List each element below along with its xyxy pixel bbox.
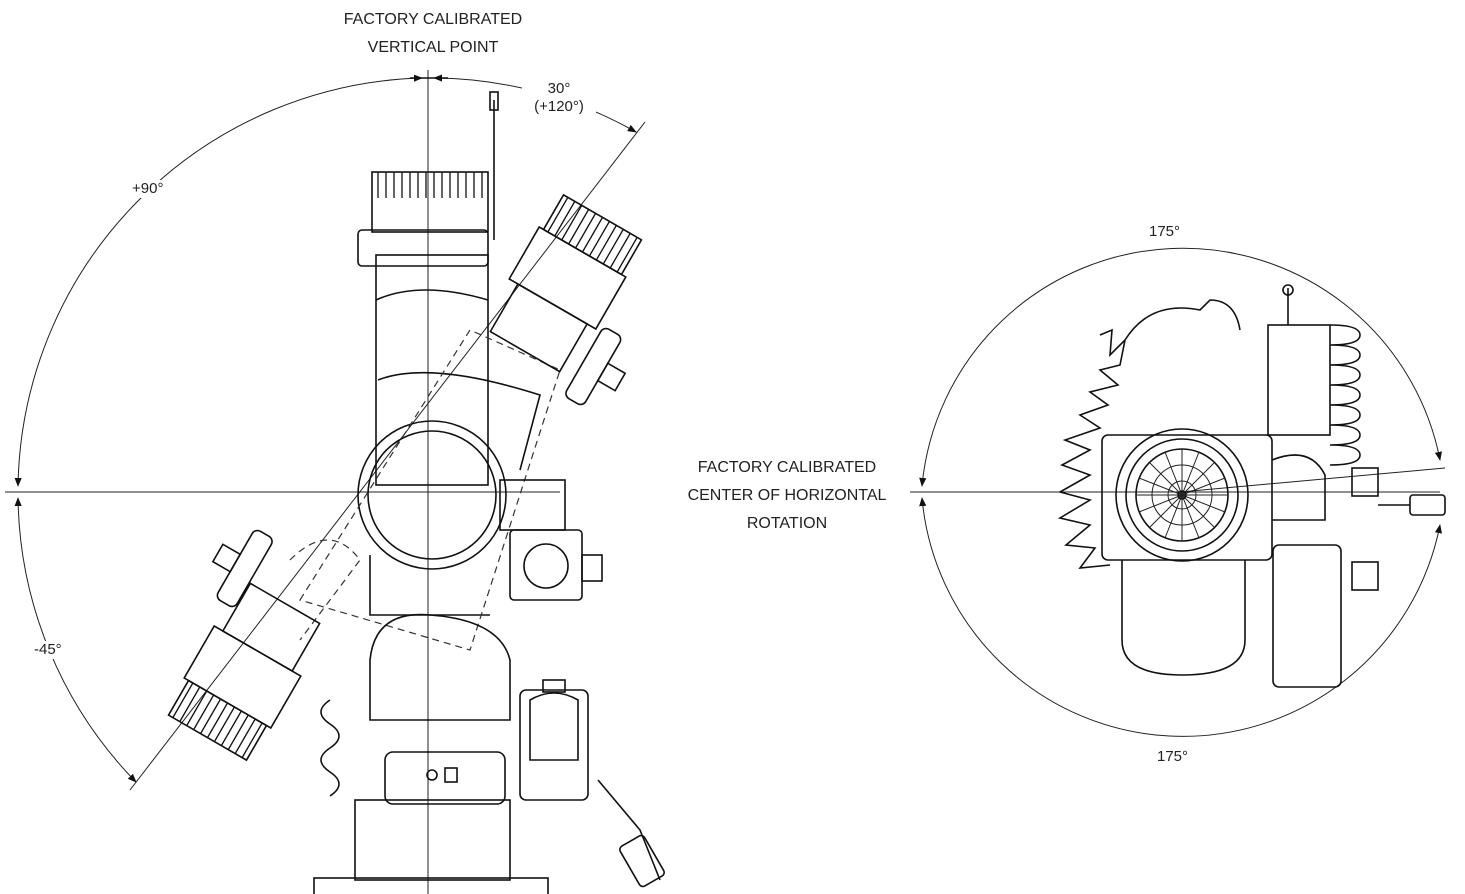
lower-tank — [1121, 560, 1246, 676]
vertical-point-label: FACTORY CALIBRATED VERTICAL POINT — [320, 6, 546, 62]
actuator-box — [509, 529, 583, 601]
vertical-elevation-view — [5, 70, 665, 894]
upper-nozzle — [489, 193, 643, 373]
mount-flange — [313, 877, 549, 894]
lower-handwheel — [211, 529, 273, 608]
thirty-degree-value: 30° — [547, 80, 571, 97]
horizontal-bottom-angle-label: 175° — [1155, 748, 1191, 766]
mount-pipe — [354, 799, 511, 881]
top-rotation-arc — [919, 247, 1442, 487]
plus-ninety-arc — [14, 74, 423, 487]
control-module — [519, 689, 589, 801]
minus-forty-five-label: -45° — [32, 641, 64, 659]
thirty-degree-label: 30° (+120°) — [522, 80, 596, 116]
coiled-cable — [320, 699, 340, 797]
gear-motor — [384, 751, 506, 805]
spiked-shroud — [1057, 328, 1127, 569]
horizontal-rotation-label-line1: FACTORY CALIBRATED — [697, 459, 877, 476]
rotated-body-outline — [299, 329, 561, 651]
riser-pipe — [357, 91, 499, 486]
bottom-rotation-arc — [919, 497, 1442, 737]
central-elbow — [357, 420, 507, 570]
horizontal-rotation-label-line2: CENTER OF HORIZONTAL — [687, 487, 887, 504]
plus-ninety-label: +90° — [130, 180, 166, 198]
side-cylinder — [1272, 544, 1342, 688]
vertical-point-label-line1: FACTORY CALIBRATED — [343, 11, 523, 28]
upper-handwheel — [565, 327, 627, 406]
plan-body — [1101, 434, 1273, 561]
one-twenty-degree-value: (+120°) — [534, 98, 584, 115]
nozzle-face — [1115, 428, 1249, 562]
coil-block — [1329, 324, 1361, 466]
horizontal-top-angle-label: 175° — [1147, 223, 1183, 241]
lower-nozzle — [167, 582, 321, 762]
minus-forty-five-arc — [14, 497, 137, 783]
horizontal-rotation-label: FACTORY CALIBRATED CENTER OF HORIZONTAL … — [664, 454, 910, 538]
vertical-point-label-line2: VERTICAL POINT — [367, 39, 499, 56]
horizontal-plan-view — [898, 247, 1446, 737]
lower-body — [369, 613, 511, 721]
horizontal-rotation-label-line3: ROTATION — [746, 515, 828, 532]
